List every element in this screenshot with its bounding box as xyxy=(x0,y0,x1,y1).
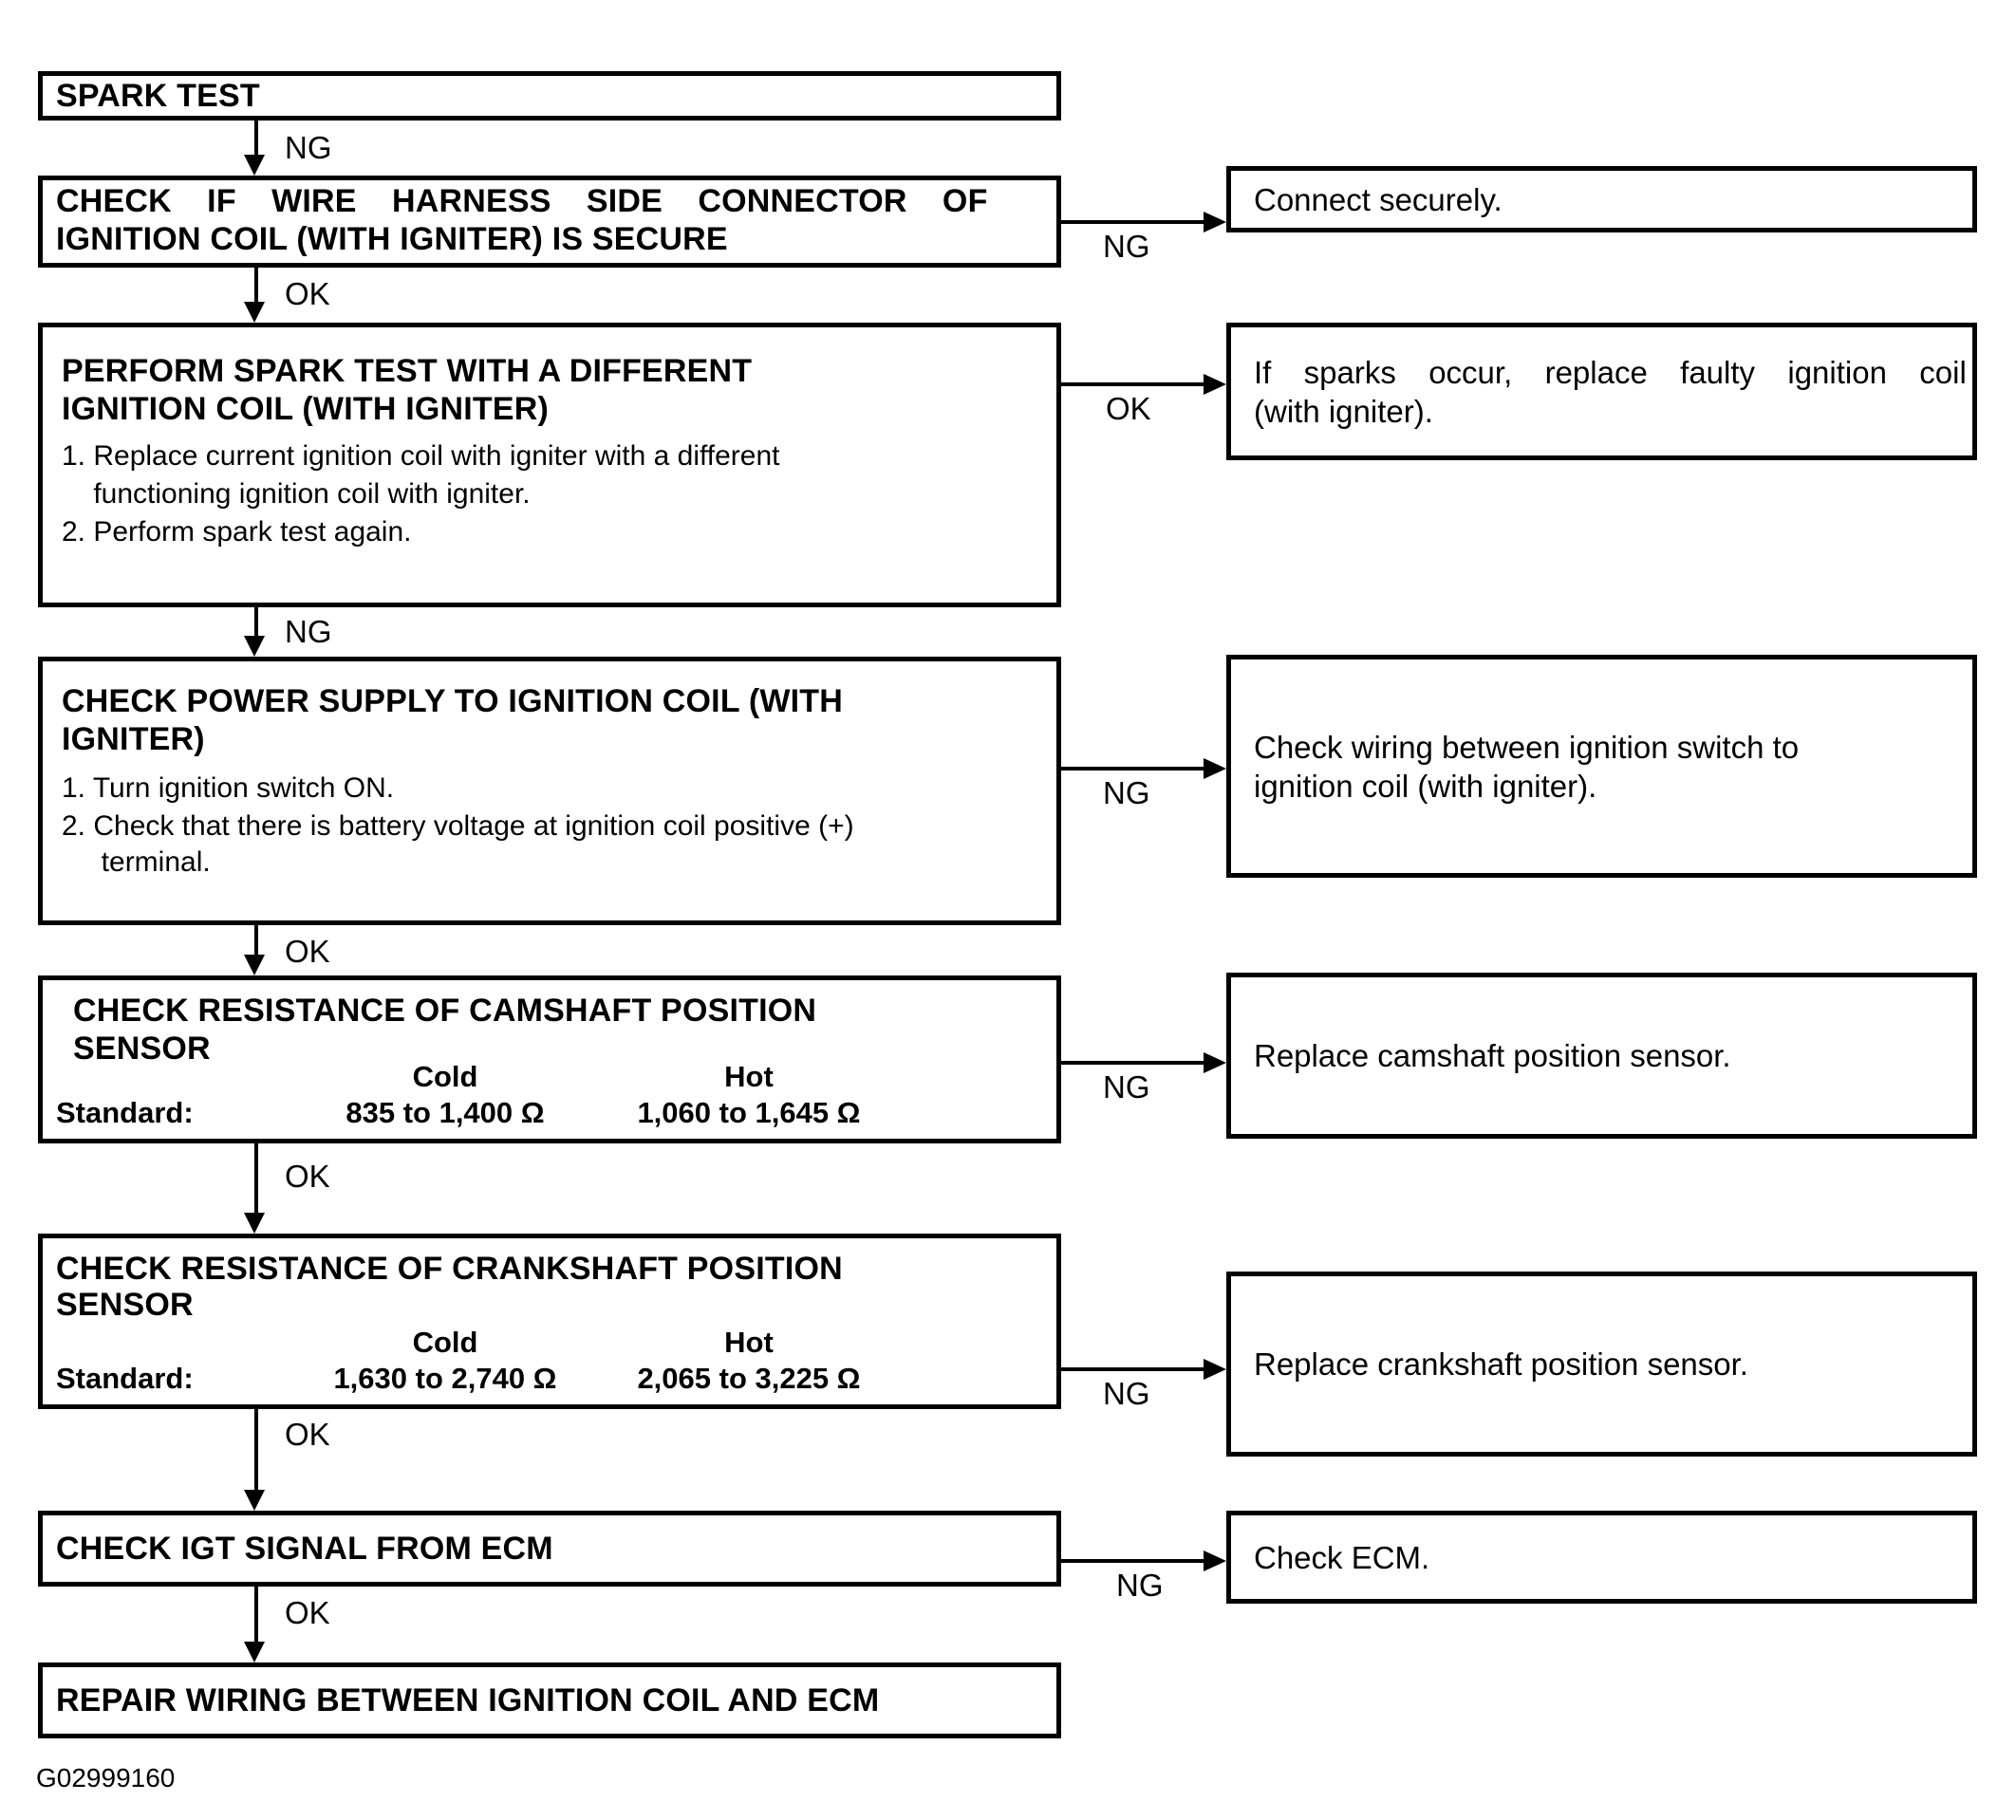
edge-label-ok: OK xyxy=(285,1417,330,1452)
connector-line-vertical xyxy=(254,268,258,306)
result-text-line: (with igniter). xyxy=(1254,393,1433,429)
spec-col-cold-header: Cold xyxy=(412,1326,478,1359)
result-text-line: Replace camshaft position sensor. xyxy=(1254,1038,1731,1073)
spec-value-cold: 835 to 1,400 Ω xyxy=(345,1096,545,1129)
edge-label-ng: NG xyxy=(1103,229,1150,264)
step-heading-line-1: CHECK RESISTANCE OF CAMSHAFT POSITION xyxy=(73,993,817,1029)
step-box-check-camshaft-resistance: CHECK RESISTANCE OF CAMSHAFT POSITION SE… xyxy=(38,975,1061,1143)
arrow-right-icon xyxy=(1204,1052,1226,1073)
step-box-perform-spark-test: PERFORM SPARK TEST WITH A DIFFERENT IGNI… xyxy=(38,323,1061,607)
step-box-check-crankshaft-resistance: CHECK RESISTANCE OF CRANKSHAFT POSITION … xyxy=(38,1234,1061,1409)
result-box-replace-camshaft-sensor: Replace camshaft position sensor. xyxy=(1226,973,1977,1139)
connector-line-horizontal xyxy=(1061,220,1209,224)
arrow-down-icon xyxy=(244,1213,265,1234)
arrow-right-icon xyxy=(1204,212,1226,232)
step-heading: CHECK IGT SIGNAL FROM ECM xyxy=(56,1531,553,1567)
connector-line-horizontal xyxy=(1061,1367,1209,1371)
step-heading-line-1: PERFORM SPARK TEST WITH A DIFFERENT xyxy=(62,353,753,389)
step-detail-line: terminal. xyxy=(62,846,211,878)
result-box-connect-securely: Connect securely. xyxy=(1226,166,1977,232)
result-box-replace-crankshaft-sensor: Replace crankshaft position sensor. xyxy=(1226,1272,1977,1457)
step-heading-line-1: CHECK IF WIRE HARNESS SIDE CONNECTOR OF xyxy=(56,182,988,219)
arrow-down-icon xyxy=(244,955,265,975)
spec-label: Standard: xyxy=(56,1362,194,1395)
step-heading-line-2: IGNITION COIL (WITH IGNITER) IS SECURE xyxy=(56,220,728,257)
result-box-replace-faulty-coil: If sparks occur, replace faulty ignition… xyxy=(1226,323,1977,460)
result-box-check-wiring: Check wiring between ignition switch to … xyxy=(1226,655,1977,878)
connector-line-vertical xyxy=(254,1143,258,1216)
connector-line-vertical xyxy=(254,607,258,640)
step-heading-line-2: SENSOR xyxy=(56,1287,194,1323)
connector-line-horizontal xyxy=(1061,1061,1209,1065)
result-text-line: Check wiring between ignition switch to xyxy=(1254,729,1800,765)
connector-line-horizontal xyxy=(1061,1559,1209,1563)
arrow-down-icon xyxy=(244,302,265,323)
spec-header-row: Cold Hot xyxy=(56,1059,1043,1095)
arrow-right-icon xyxy=(1204,1551,1226,1571)
connector-line-vertical xyxy=(254,1409,258,1495)
spec-value-hot: 1,060 to 1,645 Ω xyxy=(637,1096,861,1129)
step-heading-line-1: CHECK RESISTANCE OF CRANKSHAFT POSITION xyxy=(56,1251,843,1287)
connector-line-vertical xyxy=(254,1587,258,1645)
spec-value-row: Standard: 835 to 1,400 Ω 1,060 to 1,645 … xyxy=(56,1095,1043,1131)
edge-label-ok: OK xyxy=(285,934,330,969)
step-heading-line-2: SENSOR xyxy=(73,1031,211,1067)
arrow-right-icon xyxy=(1204,374,1226,395)
spec-table: Cold Hot Standard: 1,630 to 2,740 Ω 2,06… xyxy=(56,1325,1043,1397)
spec-col-hot-header: Hot xyxy=(724,1326,774,1359)
step-box-check-connector: CHECK IF WIRE HARNESS SIDE CONNECTOR OF … xyxy=(38,176,1061,268)
arrow-down-icon xyxy=(244,155,265,176)
step-detail-line: functioning ignition coil with igniter. xyxy=(62,478,531,510)
step-heading-line-2: IGNITER) xyxy=(62,721,205,757)
edge-label-ok: OK xyxy=(1106,391,1151,426)
edge-label-ng: NG xyxy=(1103,1069,1150,1105)
arrow-right-icon xyxy=(1204,758,1226,779)
spec-header-row: Cold Hot xyxy=(56,1325,1043,1361)
step-box-spark-test: SPARK TEST xyxy=(38,71,1061,121)
arrow-down-icon xyxy=(244,1642,265,1662)
step-detail-line: 1. Replace current ignition coil with ig… xyxy=(62,440,780,472)
spec-col-hot-header: Hot xyxy=(724,1060,774,1093)
edge-label-ng: NG xyxy=(1116,1568,1164,1603)
step-box-check-power-supply: CHECK POWER SUPPLY TO IGNITION COIL (WIT… xyxy=(38,657,1061,925)
spec-table: Cold Hot Standard: 835 to 1,400 Ω 1,060 … xyxy=(56,1059,1043,1131)
connector-line-horizontal xyxy=(1061,382,1209,386)
spec-col-cold-header: Cold xyxy=(412,1060,478,1093)
connector-line-vertical xyxy=(254,925,258,958)
arrow-down-icon xyxy=(244,1490,265,1511)
connector-line-vertical xyxy=(254,121,258,158)
step-heading: SPARK TEST xyxy=(56,78,260,114)
result-text-line: ignition coil (with igniter). xyxy=(1254,768,1597,804)
edge-label-ng: NG xyxy=(285,130,332,165)
step-detail-line: 1. Turn ignition switch ON. xyxy=(62,772,395,804)
spec-value-cold: 1,630 to 2,740 Ω xyxy=(333,1362,557,1395)
spec-value-row: Standard: 1,630 to 2,740 Ω 2,065 to 3,22… xyxy=(56,1361,1043,1397)
step-detail-line: 2. Check that there is battery voltage a… xyxy=(62,810,854,842)
arrow-right-icon xyxy=(1204,1359,1226,1380)
edge-label-ng: NG xyxy=(1103,775,1150,810)
edge-label-ok: OK xyxy=(285,1159,330,1194)
edge-label-ok: OK xyxy=(285,276,330,311)
figure-code: G02999160 xyxy=(36,1763,176,1792)
arrow-down-icon xyxy=(244,636,265,657)
result-text-line: If sparks occur, replace faulty ignition… xyxy=(1254,354,1967,390)
edge-label-ng: NG xyxy=(1103,1376,1150,1411)
spec-value-hot: 2,065 to 3,225 Ω xyxy=(637,1362,861,1395)
step-detail-line: 2. Perform spark test again. xyxy=(62,516,412,548)
spec-label: Standard: xyxy=(56,1096,194,1129)
connector-line-horizontal xyxy=(1061,767,1209,771)
step-box-repair-wiring: REPAIR WIRING BETWEEN IGNITION COIL AND … xyxy=(38,1662,1061,1738)
step-heading: REPAIR WIRING BETWEEN IGNITION COIL AND … xyxy=(56,1682,880,1718)
edge-label-ok: OK xyxy=(285,1595,330,1630)
result-text-line: Replace crankshaft position sensor. xyxy=(1254,1346,1748,1382)
step-heading-line-1: CHECK POWER SUPPLY TO IGNITION COIL (WIT… xyxy=(62,683,844,719)
result-text-line: Check ECM. xyxy=(1254,1539,1430,1575)
step-box-check-igt-signal: CHECK IGT SIGNAL FROM ECM xyxy=(38,1511,1061,1587)
edge-label-ng: NG xyxy=(285,614,332,649)
step-heading-line-2: IGNITION COIL (WITH IGNITER) xyxy=(62,391,550,427)
result-text-line: Connect securely. xyxy=(1254,181,1503,217)
result-box-check-ecm: Check ECM. xyxy=(1226,1511,1977,1604)
